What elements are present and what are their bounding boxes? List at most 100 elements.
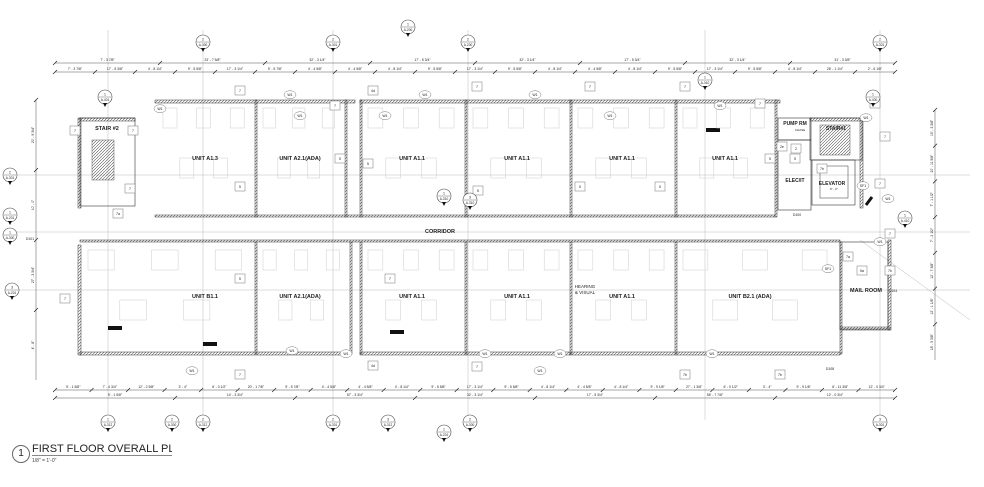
dimension-text: 5' - 1 5/8" [108, 393, 123, 397]
furniture-item [648, 107, 665, 129]
window-tag-marker [285, 346, 299, 355]
wall-type-tag-box [329, 100, 341, 111]
dimension-text: 3' - 4" [763, 385, 772, 389]
dimension-tick [372, 69, 378, 75]
dimension-tick [692, 69, 698, 75]
wall-type-tag: 7 [684, 85, 686, 89]
wall-type-tag: 4d [371, 89, 375, 93]
window-tag: W1 [532, 93, 537, 97]
dimension-tick [652, 69, 658, 75]
window-tag-marker [821, 264, 835, 273]
wall-type-tag: 7 [476, 85, 478, 89]
dimension-tick [344, 387, 350, 393]
dimension-text: 31' - 3 3/8" [834, 58, 851, 62]
dimension-tick [308, 387, 313, 393]
window-tag-marker [713, 101, 727, 110]
wall-type-tag-box [884, 265, 896, 276]
wall-type-tag-box [112, 208, 124, 219]
room-outline [777, 139, 812, 211]
furniture-item [278, 299, 293, 321]
dimension-text: 4' - 4 5/8" [577, 385, 592, 389]
section-arrow-icon [331, 428, 335, 432]
dimension-text: 55' - 7 7/8" [707, 393, 724, 397]
dimension-tick [932, 179, 938, 184]
dimension-tick [292, 395, 298, 401]
wall-type-tag: 2 [795, 147, 797, 151]
wall-type-tag-box [584, 81, 596, 92]
wall-type-tag: 7a [116, 212, 120, 216]
room-note: & VISUAL [575, 290, 596, 295]
wall-type-tag-box [124, 183, 136, 194]
section-arrow-icon [386, 428, 390, 432]
section-marker-sheet: A-201 [6, 216, 15, 220]
section-arrow-icon [103, 103, 107, 107]
room-label: UNIT B1.1 [192, 294, 218, 300]
section-marker-number: 1 [443, 192, 445, 196]
dimension-tick [819, 387, 825, 393]
furniture-item [526, 157, 542, 179]
window-tag: W1 [482, 352, 487, 356]
wall [674, 99, 678, 218]
furniture-item [801, 249, 828, 271]
dimension-text: 12' - 2 5/8" [138, 385, 155, 389]
wall-type-tag-box [234, 369, 246, 380]
wall-type-tag-box [856, 265, 868, 276]
furniture-item [682, 107, 698, 129]
dimension-text: 27' - 1 3/8" [686, 385, 703, 389]
wall-type-tag: 7 [334, 104, 336, 108]
dimension-text: 10' - 0" [31, 199, 35, 210]
dimension-tick [33, 237, 39, 243]
window-tag: W1 [289, 349, 294, 353]
wall-type-tag: 5 [794, 157, 796, 161]
dimension-tick [52, 395, 58, 401]
furniture-item [472, 249, 489, 271]
dimension-text: 4' - 8 1/4" [388, 67, 403, 71]
section-arrow-icon [8, 241, 12, 245]
wall [464, 241, 468, 355]
furniture-item [367, 249, 384, 271]
wall [254, 99, 258, 218]
dimension-tick [52, 387, 58, 393]
wall-type-tag: 7 [239, 373, 241, 377]
dimension-tick [572, 69, 578, 75]
furniture-item [490, 157, 506, 179]
dimension-tick [125, 387, 131, 393]
dimension-tick [292, 69, 298, 75]
section-marker-sheet: A-400 [869, 98, 878, 102]
dimension-tick [612, 69, 618, 75]
window-tag: W1 [885, 197, 890, 201]
wall-type-tag-box [754, 98, 766, 109]
dimension-text: 9' - 5 5/8" [508, 67, 523, 71]
wall [349, 241, 353, 355]
dimension-tick [932, 250, 938, 256]
drawing-number: 1 [12, 445, 30, 463]
dimension-text: 4' - 8" [31, 340, 35, 349]
dimension-text: 4' - 4 5/8" [322, 385, 337, 389]
dimension-text: 17' - 5 3/4" [587, 393, 604, 397]
dimension-text: 4' - 8 1/4" [395, 385, 410, 389]
dimension-tick [856, 387, 861, 393]
wall-type-tag-box [127, 125, 139, 136]
dimension-tick [932, 286, 938, 291]
dimension-tick [783, 387, 788, 393]
dimension-text: 6' - 0 1/2" [724, 385, 739, 389]
window-tag-marker [881, 194, 895, 203]
furniture-item [179, 157, 195, 179]
dimension-tick [772, 69, 778, 75]
furniture-item [421, 299, 437, 321]
wall-type-tag: 7b [778, 373, 782, 377]
dimension-tick [412, 395, 418, 401]
furniture-item [508, 249, 524, 271]
wall-type-tag: 7 [129, 187, 131, 191]
furniture-item [119, 299, 147, 321]
wall [359, 241, 363, 355]
equipment-block [864, 196, 874, 206]
dimension-strings: 7' - 3 7/8"23' - 7 5/8"32' - 3 1/4"17' -… [31, 58, 938, 401]
dimension-tick [746, 387, 752, 393]
dimension-tick [33, 97, 39, 103]
room-label: UNIT A1.1 [609, 294, 635, 300]
furniture-item [421, 157, 437, 179]
furniture-item [595, 157, 611, 179]
dimension-tick [33, 307, 39, 313]
furniture-item [262, 249, 277, 271]
